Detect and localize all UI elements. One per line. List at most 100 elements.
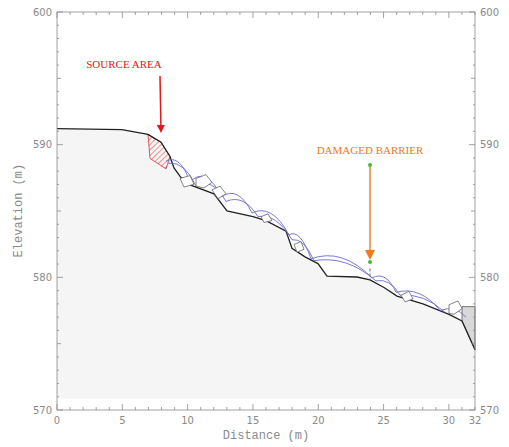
tick-mark — [473, 25, 475, 26]
tick-label: 32 — [469, 415, 482, 426]
tick-mark — [471, 78, 475, 79]
tick-mark — [409, 12, 410, 15]
tick-mark — [57, 317, 59, 318]
tick-label: 25 — [377, 415, 390, 426]
tick-mark — [70, 407, 71, 410]
tick-mark — [473, 118, 475, 119]
tick-mark — [435, 407, 436, 410]
tick-mark — [473, 264, 475, 265]
tick-mark — [57, 51, 59, 52]
tick-mark — [473, 237, 475, 238]
tick-mark — [57, 25, 59, 26]
tick-mark — [473, 370, 475, 371]
tick-label: 580 — [480, 272, 499, 283]
tick-mark — [135, 407, 136, 410]
tick-mark — [305, 407, 306, 410]
tick-mark — [469, 144, 475, 145]
trajectory — [168, 163, 445, 312]
tick-mark — [83, 407, 84, 410]
tick-mark — [57, 144, 63, 145]
tick-mark — [469, 277, 475, 278]
tick-mark — [57, 396, 59, 397]
tick-mark — [213, 12, 214, 15]
tick-mark — [57, 404, 58, 410]
tick-mark — [57, 38, 59, 39]
tick-mark — [292, 12, 293, 15]
tick-mark — [135, 12, 136, 15]
tick-mark — [226, 407, 227, 410]
terrain-profile — [57, 129, 475, 350]
tick-mark — [57, 197, 59, 198]
tick-mark — [469, 12, 475, 13]
tick-mark — [57, 65, 59, 66]
tick-mark — [383, 12, 384, 18]
tick-mark — [331, 12, 332, 15]
tick-mark — [409, 407, 410, 410]
tick-mark — [57, 78, 61, 79]
tick-mark — [475, 407, 476, 410]
tick-mark — [57, 290, 59, 291]
tick-mark — [57, 277, 63, 278]
tick-mark — [422, 12, 423, 15]
tick-mark — [96, 12, 97, 15]
tick-mark — [473, 224, 475, 225]
tick-label: 15 — [247, 415, 260, 426]
tick-mark — [318, 404, 319, 410]
tick-mark — [279, 407, 280, 410]
tick-mark — [473, 290, 475, 291]
tick-mark — [96, 407, 97, 410]
ground — [57, 129, 475, 399]
tick-mark — [344, 12, 345, 15]
tick-mark — [461, 12, 462, 15]
tick-mark — [473, 171, 475, 172]
tick-mark — [357, 407, 358, 410]
tick-mark — [174, 407, 175, 410]
tick-mark — [435, 12, 436, 15]
tick-mark — [57, 410, 63, 411]
tick-mark — [57, 356, 59, 357]
axis-title: Elevation (m) — [13, 164, 26, 258]
tick-mark — [252, 12, 253, 18]
tick-mark — [57, 157, 59, 158]
tick-mark — [109, 407, 110, 410]
tick-mark — [213, 407, 214, 410]
tick-label: 30 — [443, 415, 456, 426]
tick-mark — [200, 407, 201, 410]
tick-mark — [57, 211, 61, 212]
tick-mark — [57, 12, 63, 13]
source-arrow — [160, 76, 161, 131]
tick-mark — [473, 330, 475, 331]
tick-label: 5 — [119, 415, 125, 426]
tick-mark — [57, 343, 61, 344]
tick-mark — [57, 303, 59, 304]
tick-mark — [239, 407, 240, 410]
blocks — [180, 175, 462, 315]
tick-mark — [122, 404, 123, 410]
barrier-label: DAMAGED BARRIER — [317, 144, 424, 156]
tick-mark — [57, 330, 59, 331]
tick-mark — [266, 12, 267, 15]
tick-mark — [473, 250, 475, 251]
tick-mark — [471, 343, 475, 344]
tick-mark — [122, 12, 123, 18]
tick-mark — [57, 171, 59, 172]
tick-mark — [473, 396, 475, 397]
tick-mark — [473, 303, 475, 304]
tick-mark — [448, 404, 449, 410]
plot-frame — [57, 12, 475, 410]
tick-mark — [266, 407, 267, 410]
tick-mark — [475, 12, 476, 15]
tick-mark — [200, 12, 201, 15]
axis-ticks — [57, 12, 475, 410]
tick-mark — [473, 91, 475, 92]
tick-mark — [370, 12, 371, 15]
tick-mark — [473, 51, 475, 52]
tick-mark — [331, 407, 332, 410]
tick-mark — [109, 12, 110, 15]
tick-mark — [292, 407, 293, 410]
tick-mark — [473, 38, 475, 39]
tick-mark — [57, 224, 59, 225]
tick-mark — [473, 157, 475, 158]
tick-mark — [370, 407, 371, 410]
